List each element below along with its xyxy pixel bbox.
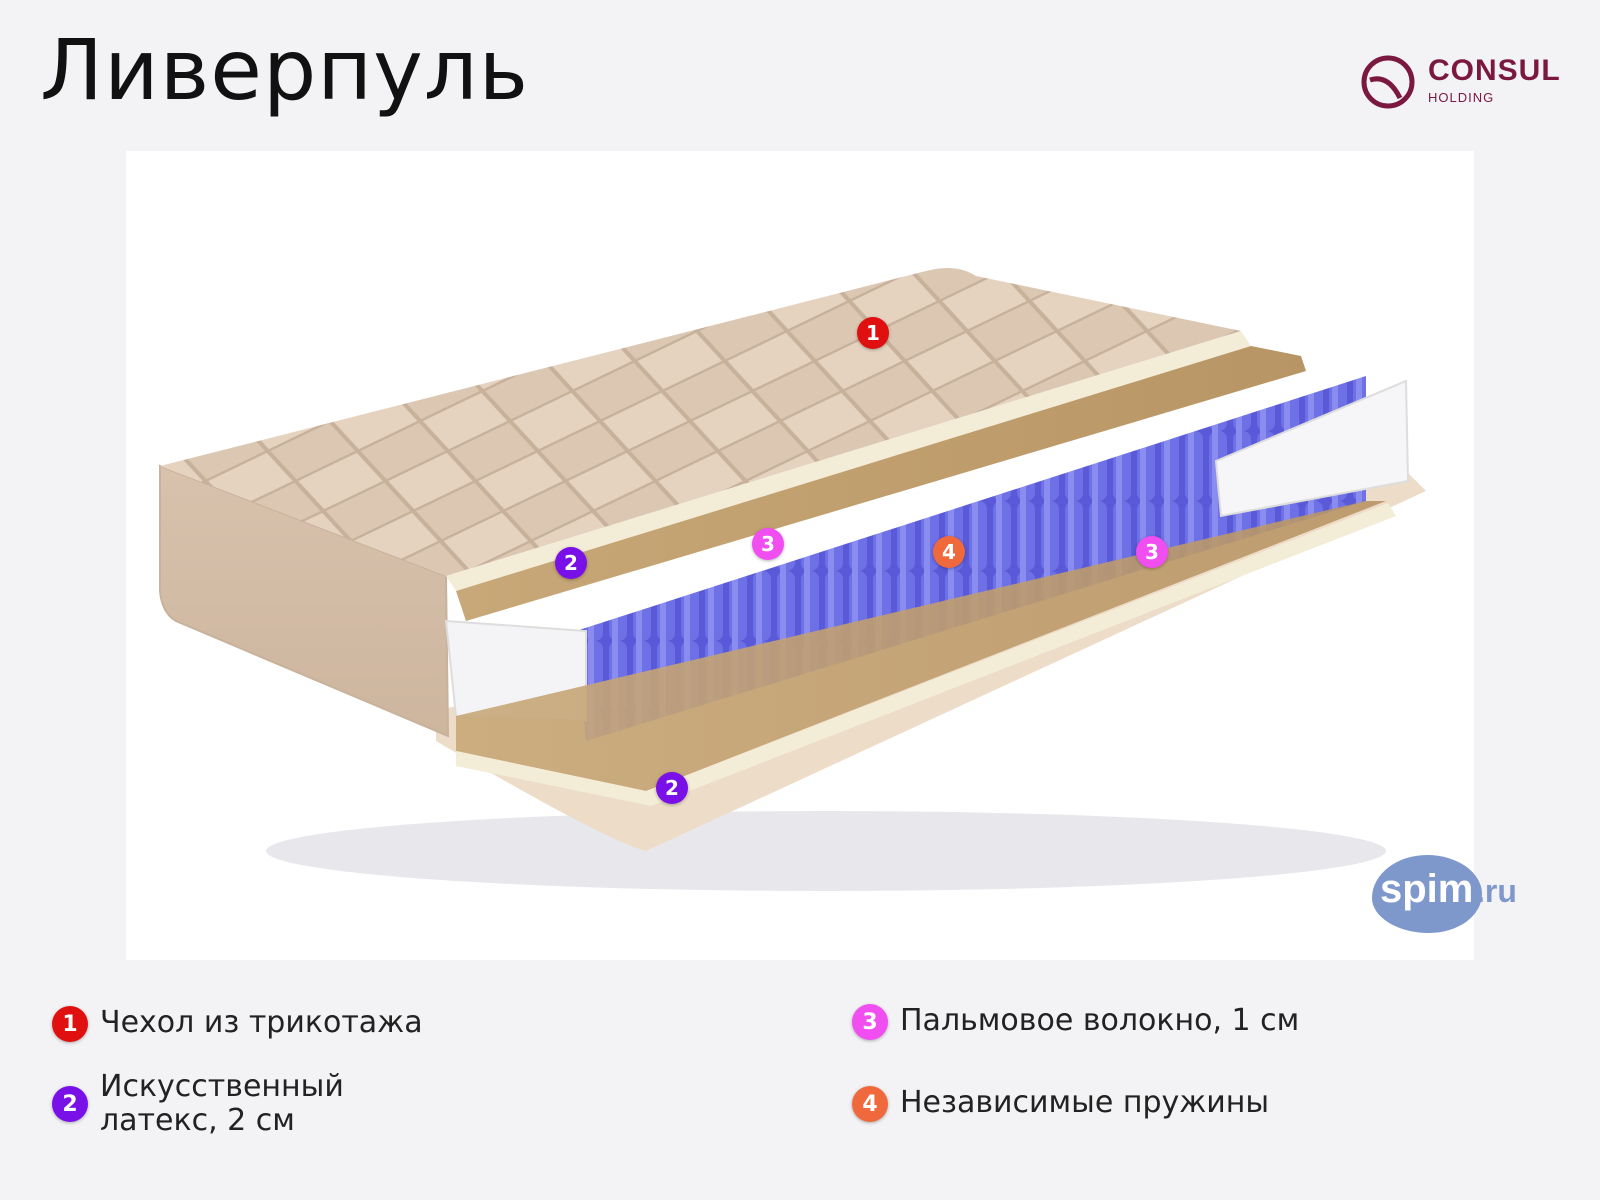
legend-item-palm: 3 Пальмовое волокно, 1 см [852, 1004, 1299, 1040]
marker-palm-left: 3 [752, 528, 784, 560]
legend-item-latex: 2 Искусственный латекс, 2 см [52, 1070, 344, 1138]
legend-text: Независимые пружины [900, 1085, 1270, 1120]
consul-logo-icon [1361, 55, 1415, 109]
marker-cover: 1 [857, 317, 889, 349]
legend-item-springs: 4 Независимые пружины [852, 1086, 1269, 1122]
mattress-image: 1 2 2 3 3 4 spim .ru [126, 151, 1517, 960]
spim-blob-icon [1372, 855, 1482, 933]
brand-name: CONSUL [1428, 54, 1561, 87]
spim-suffix: .ru [1476, 873, 1517, 909]
legend-text: Пальмовое волокно, 1 см [900, 1003, 1300, 1038]
marker-springs: 4 [933, 536, 965, 568]
legend-item-cover: 1 Чехол из трикотажа [52, 1006, 423, 1042]
spim-watermark: spim .ru [1372, 855, 1532, 935]
marker-palm-right: 3 [1136, 536, 1168, 568]
legend-marker: 2 [52, 1086, 88, 1122]
brand-logo: CONSUL HOLDING [1360, 54, 1570, 110]
legend-marker: 3 [852, 1004, 888, 1040]
legend-marker: 4 [852, 1086, 888, 1122]
legend-marker: 1 [52, 1006, 88, 1042]
legend-text: Искусственный латекс, 2 см [100, 1069, 344, 1138]
marker-latex-top: 2 [555, 547, 587, 579]
mattress-illustration [159, 267, 1426, 891]
spim-word: spim [1380, 867, 1474, 911]
page-title: Ливерпуль [40, 21, 530, 119]
marker-latex-bottom: 2 [656, 772, 688, 804]
brand-sub: HOLDING [1428, 90, 1495, 105]
legend-text: Чехол из трикотажа [100, 1005, 423, 1040]
